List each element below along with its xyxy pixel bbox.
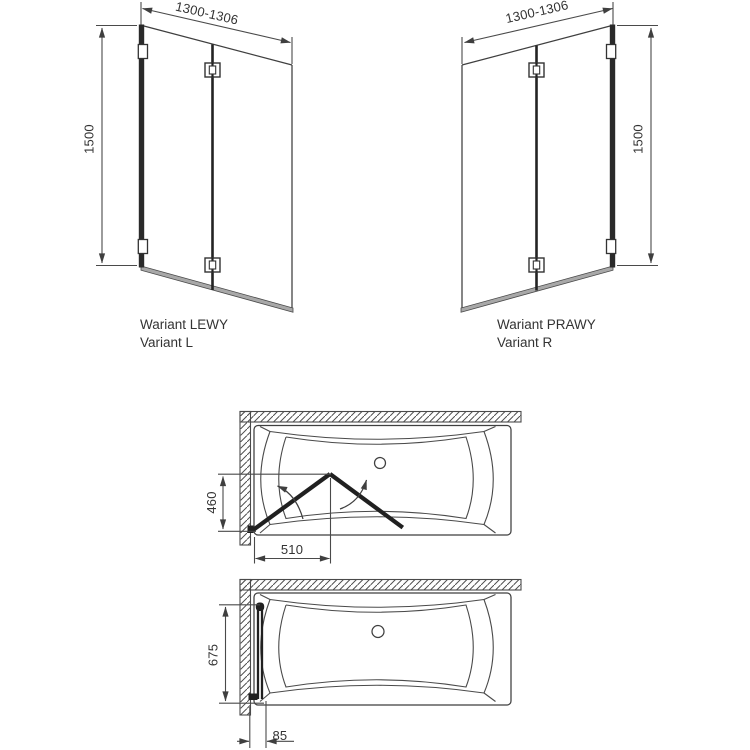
variant-left-drawing: 1300-1306 1500	[82, 0, 294, 350]
wall-profile	[609, 24, 616, 268]
folding-screen-folded	[248, 602, 265, 700]
wall-anchor-profile	[247, 525, 254, 533]
height-value-left: 1500	[82, 124, 97, 154]
fold-hinge-icon	[528, 257, 545, 273]
width-dimension-left: 1300-1306	[140, 0, 293, 64]
width-value: 510	[281, 542, 303, 557]
screen-panel-2	[328, 472, 405, 530]
variant-left-caption-pl: Wariant LEWY	[140, 317, 228, 332]
wall-bracket-icon	[605, 238, 617, 255]
depth-value: 460	[204, 491, 219, 513]
variant-right-caption-en: Variant R	[497, 335, 553, 350]
plan-view-open: 460 510	[204, 410, 522, 564]
swing-arrow-icon	[277, 485, 304, 520]
drain-icon	[373, 456, 387, 470]
fold-hinge-icon	[204, 257, 221, 273]
length-value: 675	[206, 644, 221, 666]
bathtub-top-view	[253, 424, 512, 536]
wall-top	[239, 578, 522, 591]
fold-hinge-icon	[528, 62, 545, 78]
wall-bracket-icon	[605, 43, 617, 60]
folding-screen-open	[247, 472, 405, 533]
bathtub-top-view	[253, 592, 512, 706]
wall-bracket-icon	[137, 43, 149, 60]
wall-anchor-profile	[248, 693, 258, 700]
variant-left-caption-en: Variant L	[140, 335, 194, 350]
wall-bracket-icon	[137, 238, 149, 255]
screen-glass-left	[137, 24, 294, 313]
screen-glass-right	[460, 24, 617, 313]
variant-right-drawing: 1300-1306 1500	[460, 0, 658, 350]
depth-dimension-460: 460	[204, 473, 331, 532]
offset-dimension-85: 85	[237, 701, 294, 748]
swing-arrow-icon	[339, 479, 368, 510]
wall-profile	[138, 24, 145, 268]
wall-left	[239, 410, 252, 546]
plan-view-folded: 675 85	[206, 578, 522, 748]
height-value-right: 1500	[631, 124, 646, 154]
variant-right-caption-pl: Wariant PRAWY	[497, 317, 596, 332]
height-dimension-right: 1500	[617, 24, 658, 267]
height-dimension-left: 1500	[82, 24, 137, 267]
width-value-right: 1300-1306	[504, 0, 570, 26]
length-dimension-675: 675	[206, 604, 264, 704]
screen-panel-1	[251, 472, 332, 532]
bottom-seal-band	[140, 265, 294, 313]
offset-value: 85	[273, 728, 288, 743]
wall-left	[239, 578, 252, 716]
width-dimension-510: 510	[253, 478, 332, 564]
fold-hinge-icon	[204, 62, 221, 78]
drain-icon	[371, 624, 385, 639]
wall-top	[239, 410, 522, 423]
